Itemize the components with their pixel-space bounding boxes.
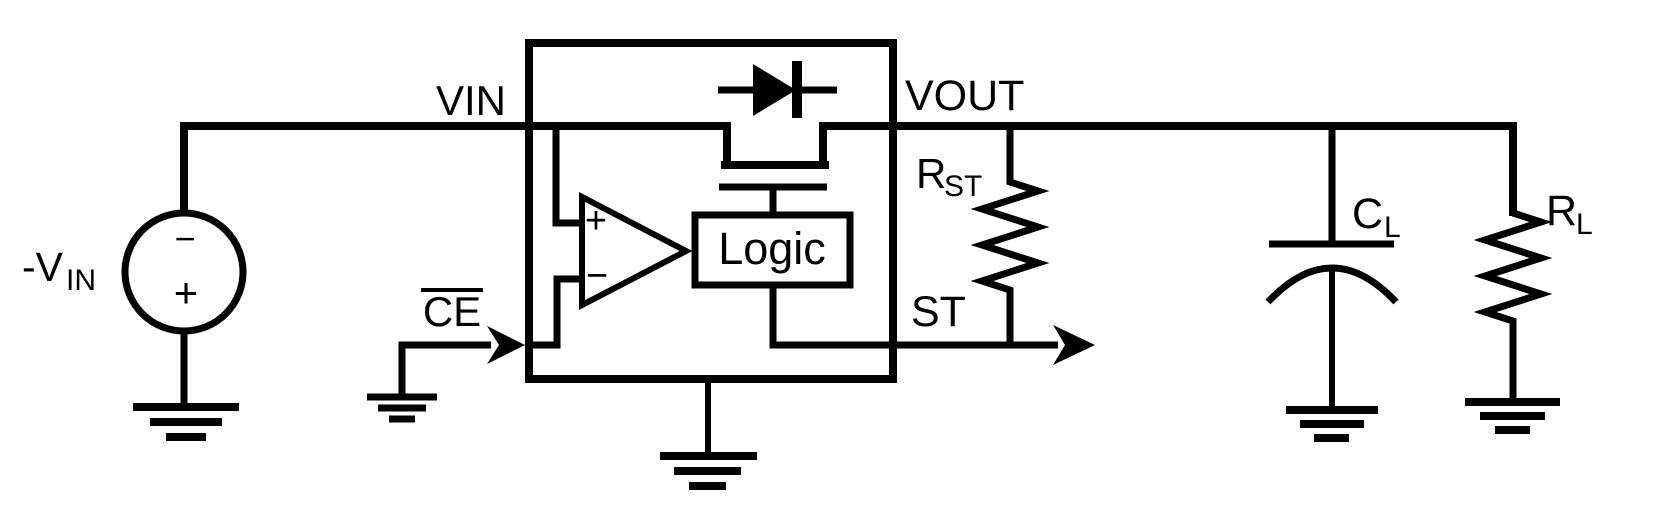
ground-icon-ce	[367, 393, 437, 423]
logic-label: Logic	[718, 223, 826, 274]
source-plus-sign: +	[174, 269, 199, 316]
comparator-plus-sign: +	[585, 200, 607, 242]
source-label-subscript: IN	[66, 264, 96, 297]
comparator-triangle	[579, 192, 693, 310]
ce-arrow-icon	[487, 326, 525, 364]
rst-resistor-zigzag	[970, 122, 1050, 345]
ground-icon-cl	[1286, 406, 1378, 442]
source-label-main: -V	[22, 244, 64, 290]
cl-label-subscript: L	[1384, 211, 1401, 244]
rst-label-main: R	[916, 150, 946, 197]
wire-vin-rail	[180, 122, 731, 215]
rl-label-subscript: L	[1576, 208, 1593, 241]
st-label: ST	[911, 288, 966, 336]
st-arrow-icon	[1053, 325, 1095, 365]
vin-label: VIN	[436, 77, 506, 124]
rst-label: RST	[916, 150, 982, 203]
comparator-icon: + −	[528, 123, 693, 349]
body-diode-icon	[718, 61, 837, 118]
rl-resistor-icon: RL	[1473, 187, 1593, 403]
wire-vout-rail	[819, 122, 1517, 216]
rl-resistor-zigzag	[1473, 209, 1553, 403]
ce-wire	[398, 341, 491, 398]
ce-label: CE	[423, 288, 481, 335]
comparator-minus-sign: −	[586, 255, 608, 297]
mosfet-icon	[719, 161, 829, 218]
st-wire	[769, 285, 1058, 349]
ground-icon-source	[133, 403, 239, 441]
rst-resistor-icon: RST	[916, 122, 1050, 345]
diode-triangle	[753, 64, 796, 116]
rl-label: RL	[1546, 187, 1593, 241]
ground-icon-ic	[660, 452, 757, 490]
rl-label-main: R	[1546, 187, 1577, 235]
vout-label: VOUT	[905, 72, 1024, 120]
source-minus-sign: −	[174, 218, 195, 259]
cl-capacitor-icon: CL	[1265, 122, 1401, 408]
comparator-inverting-wire	[528, 275, 589, 349]
ce-input: CE	[398, 288, 525, 398]
cl-label-main: C	[1352, 190, 1383, 238]
ground-icon-rl	[1465, 398, 1560, 434]
logic-block: Logic	[691, 211, 854, 289]
comparator-noninverting-wire	[552, 123, 589, 227]
st-output: ST	[769, 285, 1095, 365]
rst-label-subscript: ST	[944, 170, 982, 203]
cl-label: CL	[1352, 190, 1401, 244]
logic-box	[691, 211, 854, 289]
